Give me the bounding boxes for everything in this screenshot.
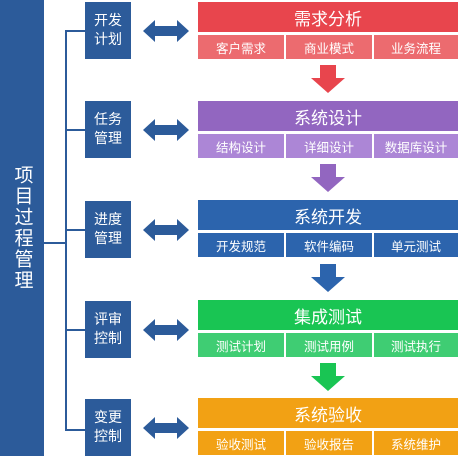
subitem-label: 系统维护 xyxy=(390,436,441,452)
double-arrow-icon xyxy=(143,319,189,341)
stage-subitem: 测试用例 xyxy=(284,333,372,357)
double-arrow-icon xyxy=(143,417,189,439)
phase-label: 变更控制 xyxy=(94,409,122,445)
stage-subitem: 验收报告 xyxy=(284,431,372,455)
phase-box-progress: 进度管理 xyxy=(85,201,131,258)
branch-line-1 xyxy=(65,30,85,32)
phase-box-review: 评审控制 xyxy=(85,301,131,358)
stage-header: 系统设计 xyxy=(198,101,458,131)
branch-line-3 xyxy=(65,229,85,231)
phase-label: 进度管理 xyxy=(94,211,122,247)
subitem-label: 测试执行 xyxy=(390,338,441,354)
stage-title: 系统设计 xyxy=(294,108,362,129)
down-arrow-icon xyxy=(311,363,345,391)
stage-subitem: 验收测试 xyxy=(198,431,284,455)
subitem-label: 开发规范 xyxy=(215,238,266,254)
stage-header: 集成测试 xyxy=(198,300,458,330)
stage-subitem: 数据库设计 xyxy=(372,134,458,158)
phase-box-plan: 开发计划 xyxy=(85,2,131,59)
root-connector xyxy=(44,242,66,244)
phase-box-task: 任务管理 xyxy=(85,101,131,158)
subitem-label: 测试计划 xyxy=(215,338,266,354)
stage-subitem: 业务流程 xyxy=(372,35,458,59)
double-arrow-icon xyxy=(143,219,189,241)
stage-subitem: 测试执行 xyxy=(372,333,458,357)
root-node: 项目过程管理 xyxy=(0,0,44,456)
phase-label: 开发计划 xyxy=(94,12,122,48)
stage-subitem: 单元测试 xyxy=(372,233,458,257)
root-label: 项目过程管理 xyxy=(11,165,34,291)
subitem-label: 软件编码 xyxy=(303,238,354,254)
stage-subitem: 测试计划 xyxy=(198,333,284,357)
subitem-label: 结构设计 xyxy=(215,139,266,155)
stage-subitem: 客户需求 xyxy=(198,35,284,59)
phase-label: 评审控制 xyxy=(94,311,122,347)
subitem-label: 验收测试 xyxy=(215,436,266,452)
stage-subitem: 软件编码 xyxy=(284,233,372,257)
subitem-label: 测试用例 xyxy=(303,338,354,354)
subitem-label: 详细设计 xyxy=(303,139,354,155)
branch-line-4 xyxy=(65,329,85,331)
subitem-label: 客户需求 xyxy=(215,40,266,56)
stage-header: 系统验收 xyxy=(198,398,458,428)
subitem-label: 业务流程 xyxy=(390,40,441,56)
subitem-label: 单元测试 xyxy=(390,238,441,254)
stage-subitem: 商业模式 xyxy=(284,35,372,59)
stage-subitem: 开发规范 xyxy=(198,233,284,257)
stage-title: 需求分析 xyxy=(294,9,362,30)
branch-line-5 xyxy=(65,429,85,431)
subitem-label: 商业模式 xyxy=(303,40,354,56)
double-arrow-icon xyxy=(143,119,189,141)
double-arrow-icon xyxy=(143,20,189,42)
phase-box-change: 变更控制 xyxy=(85,399,131,456)
stage-title: 集成测试 xyxy=(294,307,362,328)
down-arrow-icon xyxy=(311,65,345,93)
subitem-label: 数据库设计 xyxy=(384,139,448,155)
stage-subitem: 结构设计 xyxy=(198,134,284,158)
stage-header: 系统开发 xyxy=(198,200,458,230)
stage-title: 系统验收 xyxy=(294,405,362,426)
down-arrow-icon xyxy=(311,164,345,192)
subitem-label: 验收报告 xyxy=(303,436,354,452)
phase-label: 任务管理 xyxy=(94,111,122,147)
stage-subitem: 系统维护 xyxy=(372,431,458,455)
stage-title: 系统开发 xyxy=(294,207,362,228)
stage-subitem: 详细设计 xyxy=(284,134,372,158)
stage-header: 需求分析 xyxy=(198,2,458,32)
branch-line-2 xyxy=(65,129,85,131)
down-arrow-icon xyxy=(311,264,345,292)
